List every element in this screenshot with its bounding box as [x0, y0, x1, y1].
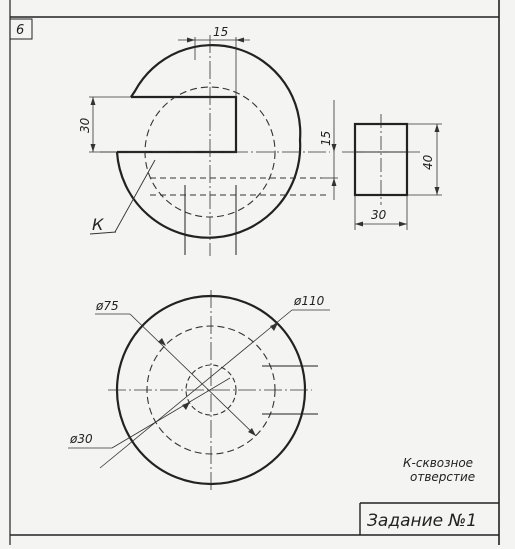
dim-inner-diameter-label: ø30 [69, 432, 93, 446]
note-line-1: К-сквозное [403, 456, 473, 470]
slot-contour [117, 95, 238, 154]
section-k-leader: К [89, 159, 156, 235]
title-block: Задание №1 [359, 502, 499, 535]
dim-cut-height-label: 15 [319, 131, 333, 146]
dim-slot-width-label: 15 [213, 25, 228, 39]
page-number: 6 [16, 23, 24, 38]
side-view: 40 30 [342, 114, 442, 230]
dim-side-width: 30 [354, 195, 408, 230]
top-view: ø110 ø75 ø30 [68, 290, 330, 492]
title-text: Задание №1 [367, 511, 477, 531]
dim-side-height-label: 40 [421, 154, 435, 170]
dim-slot-width: 15 [178, 25, 250, 97]
dim-outer-diameter: ø110 [99, 294, 330, 469]
dim-middle-diameter: ø75 [95, 299, 257, 437]
dim-side-height: 40 [407, 123, 442, 196]
dim-slot-height-label: 30 [78, 117, 92, 133]
dim-side-width-label: 30 [371, 208, 387, 222]
page-number-box: 6 [9, 18, 33, 40]
front-view: 15 30 15 К [78, 25, 338, 256]
dim-middle-diameter-label: ø75 [95, 299, 119, 313]
dim-slot-height: 30 [78, 96, 131, 153]
dim-outer-diameter-label: ø110 [293, 294, 325, 308]
dim-cut-height: 15 [319, 100, 338, 200]
section-k-label: К [92, 215, 104, 234]
dim-inner-diameter: ø30 [68, 377, 231, 449]
note-line-2: отверстие [410, 470, 475, 484]
top-inner-circle [185, 364, 237, 416]
